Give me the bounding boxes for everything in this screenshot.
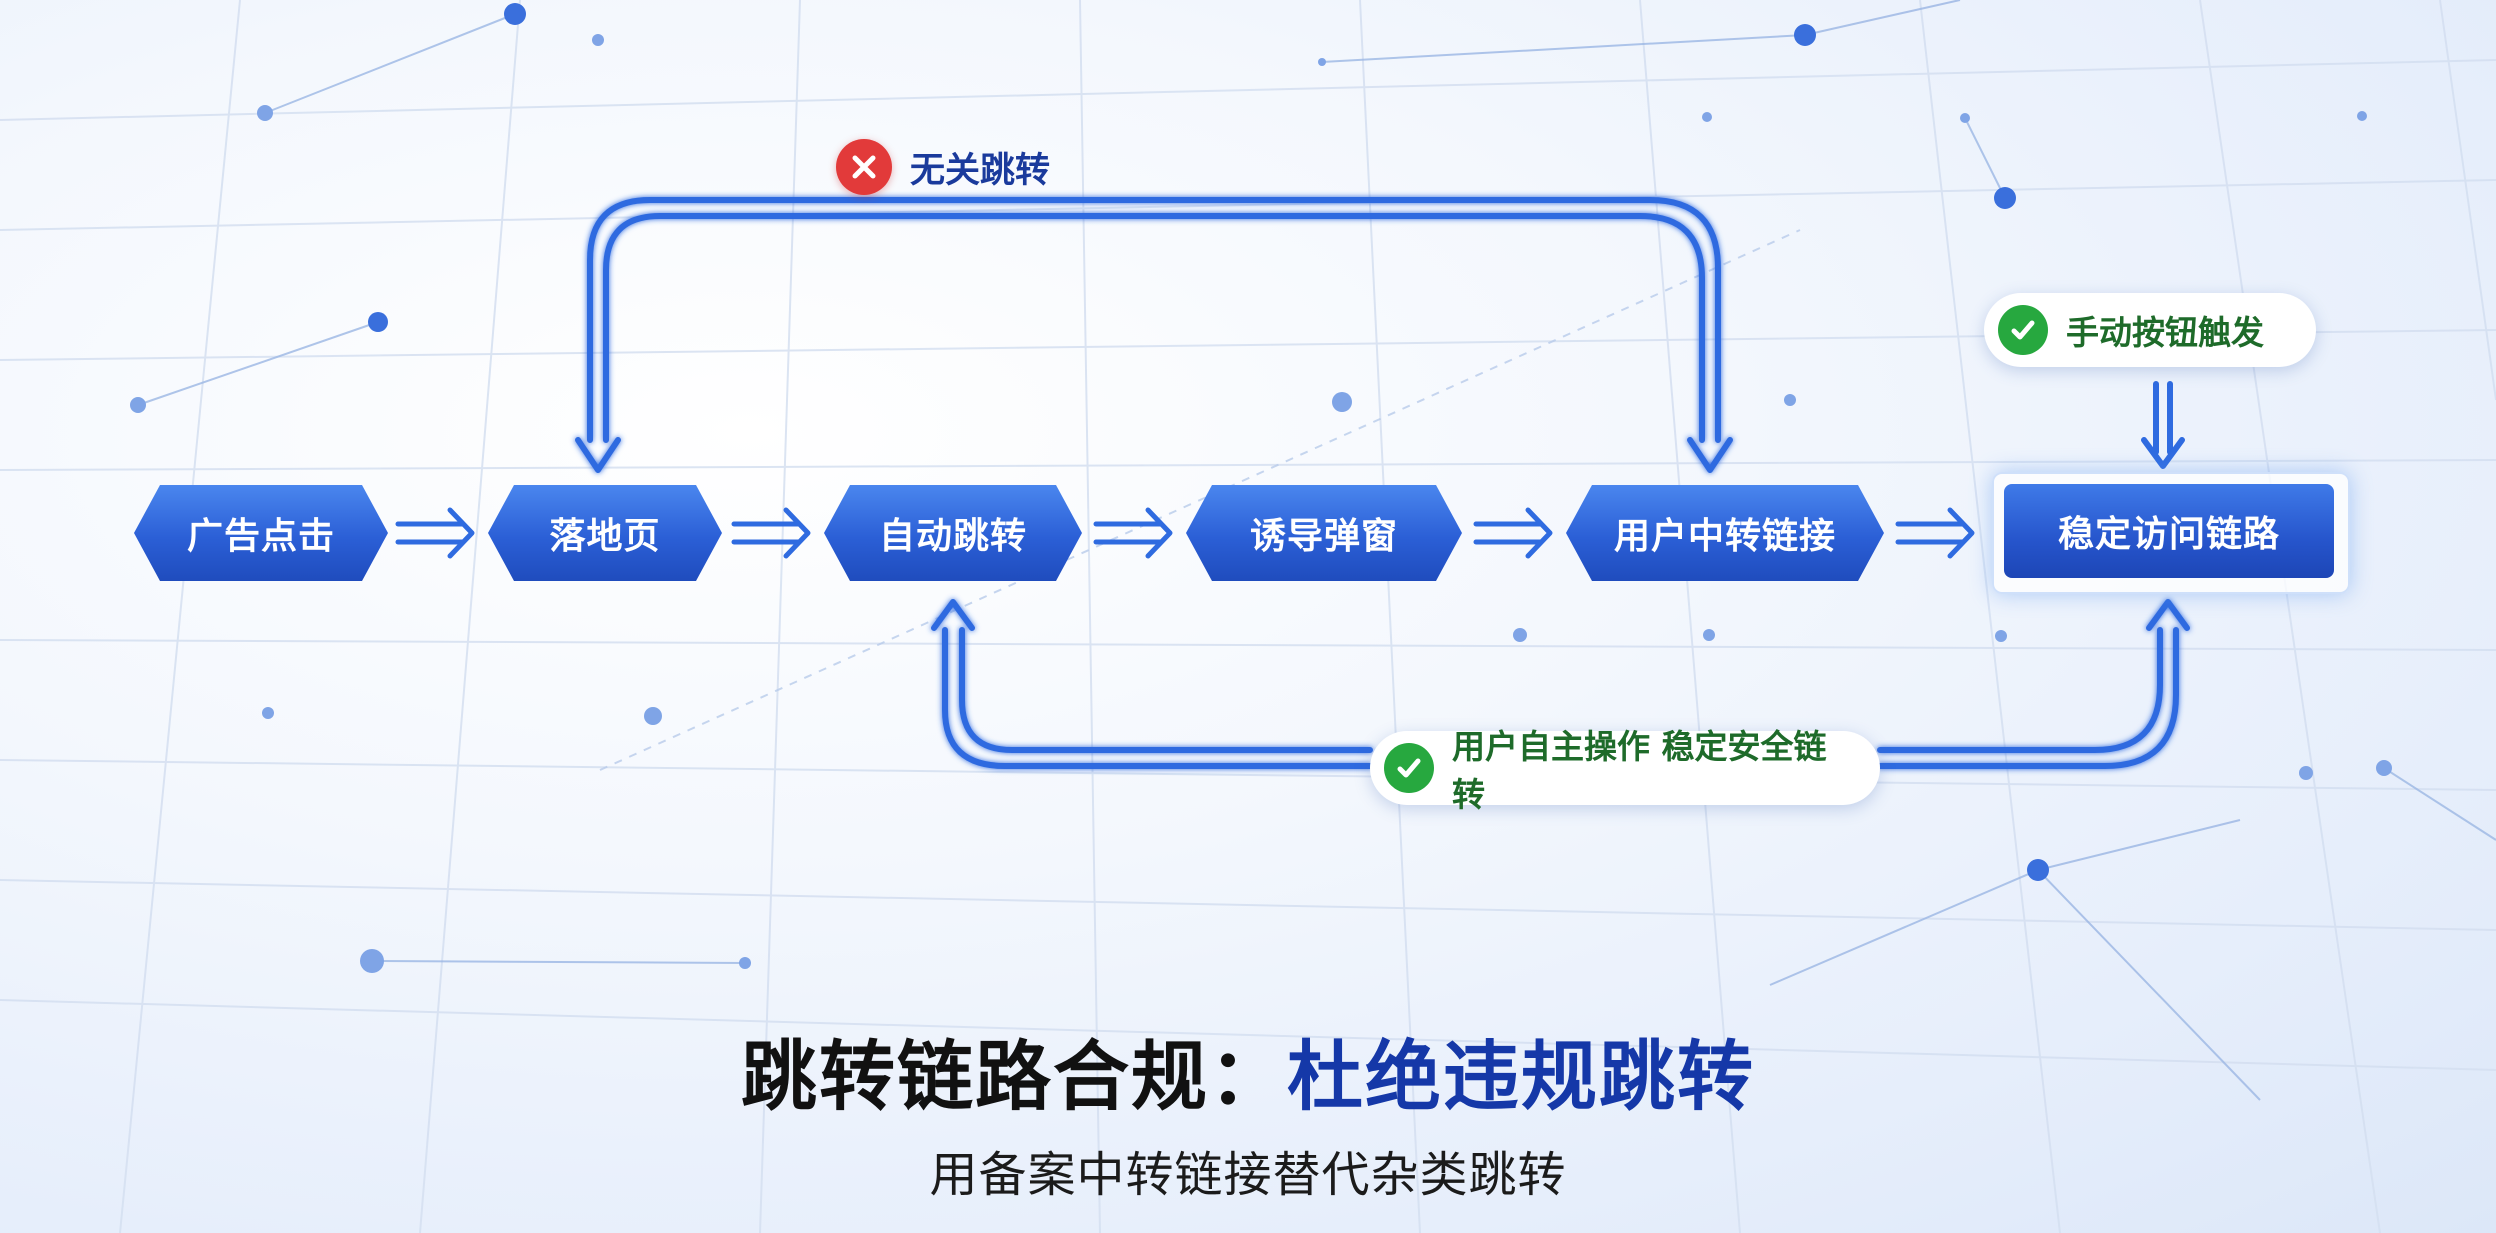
node-landing-page-label: 落地页 — [549, 516, 661, 557]
manual-button-text: 手动按钮触发 — [2066, 313, 2264, 352]
node-landing-page: 落地页 — [488, 485, 722, 581]
irrelevant-redirect-callout: 无关跳转 — [836, 138, 1050, 196]
flow-arrow-1 — [395, 507, 475, 559]
node-stable-access-path: 稳定访问链路 — [2004, 484, 2334, 578]
node-auto-redirect: 自动跳转 — [824, 485, 1082, 581]
user-operation-loop — [931, 599, 2190, 769]
node-stable-access-path-label: 稳定访问链路 — [2057, 514, 2280, 555]
page-title-main: 跳转链路合规： — [741, 1032, 1287, 1121]
user-operation-text: 用户自主操作 稳定安全链转 — [1452, 727, 1827, 814]
node-induced-popup: 诱导弹窗 — [1186, 485, 1462, 581]
page-title: 跳转链路合规：杜绝违规跳转 — [0, 1015, 2496, 1125]
node-induced-popup-label: 诱导弹窗 — [1249, 516, 1398, 557]
irrelevant-redirect-loop — [575, 197, 1733, 473]
page-title-accent: 杜绝违规跳转 — [1287, 1032, 1755, 1121]
user-operation-callout: 用户自主操作 稳定安全链转 — [1370, 727, 1880, 814]
page-subtitle: 用备案中转链接替代杂类跳转 — [929, 1147, 1567, 1203]
check-circle-icon — [1998, 305, 2048, 355]
x-circle-icon — [836, 139, 892, 195]
node-ad-click-label: 广告点击 — [186, 516, 335, 557]
flow-arrow-5 — [1895, 507, 1975, 559]
flow-arrow-2 — [731, 507, 811, 559]
check-circle-icon — [1384, 743, 1434, 793]
manual-button-callout: 手动按钮触发 — [1984, 293, 2316, 367]
manual-trigger-arrow — [2141, 381, 2185, 469]
node-ad-click: 广告点击 — [134, 485, 388, 581]
node-auto-redirect-label: 自动跳转 — [878, 516, 1027, 557]
flow-arrow-3 — [1093, 507, 1173, 559]
node-user-relay-link: 用户中转链接 — [1566, 485, 1884, 581]
node-user-relay-link-label: 用户中转链接 — [1613, 516, 1836, 557]
flow-arrow-4 — [1473, 507, 1553, 559]
irrelevant-redirect-text: 无关跳转 — [910, 150, 1051, 191]
